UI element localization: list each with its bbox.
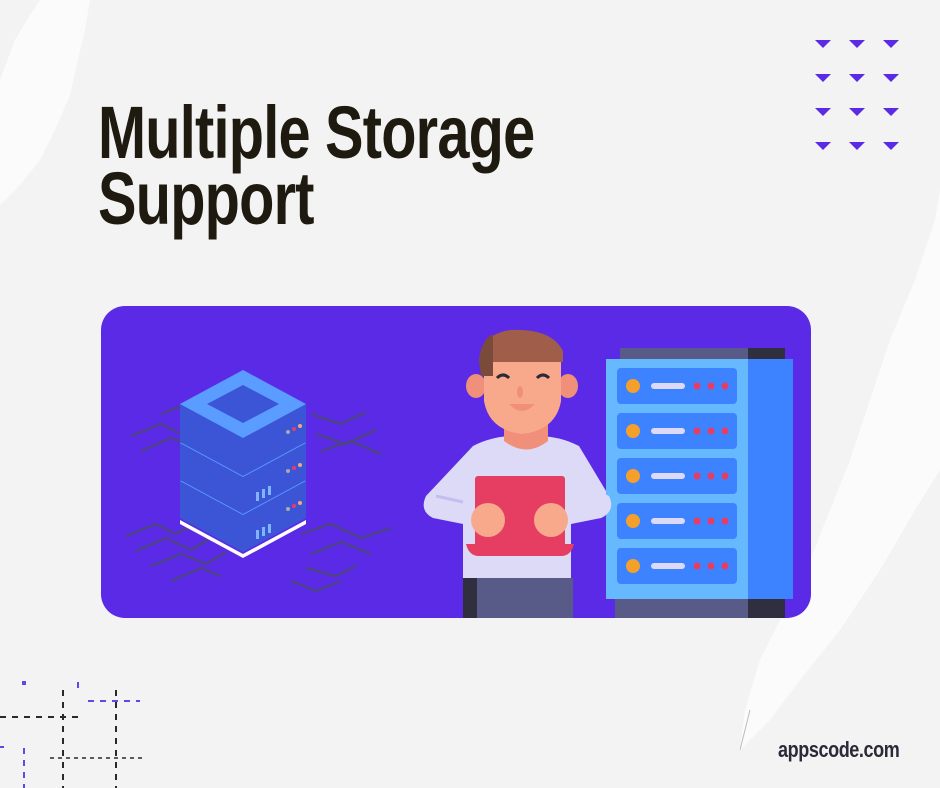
stacked-server-icon — [180, 370, 306, 558]
dashed-lines-decoration — [0, 681, 145, 788]
server-unit — [617, 368, 737, 404]
triangle-grid-decoration — [815, 40, 899, 150]
server-unit — [617, 548, 737, 584]
page-title: Multiple Storage Support — [98, 91, 535, 240]
server-unit — [617, 458, 737, 494]
title-line-1: Multiple Storage — [98, 91, 535, 174]
triangle-down-icon — [815, 40, 899, 150]
website-url: appscode.com — [778, 737, 900, 762]
illustration-banner — [101, 306, 811, 618]
server-unit — [617, 503, 737, 539]
person-holding-laptop-illustration — [423, 329, 612, 618]
server-rack-icon — [606, 348, 793, 618]
server-unit — [617, 413, 737, 449]
title-line-2: Support — [98, 157, 315, 240]
torn-paper-decoration-left — [0, 0, 90, 205]
